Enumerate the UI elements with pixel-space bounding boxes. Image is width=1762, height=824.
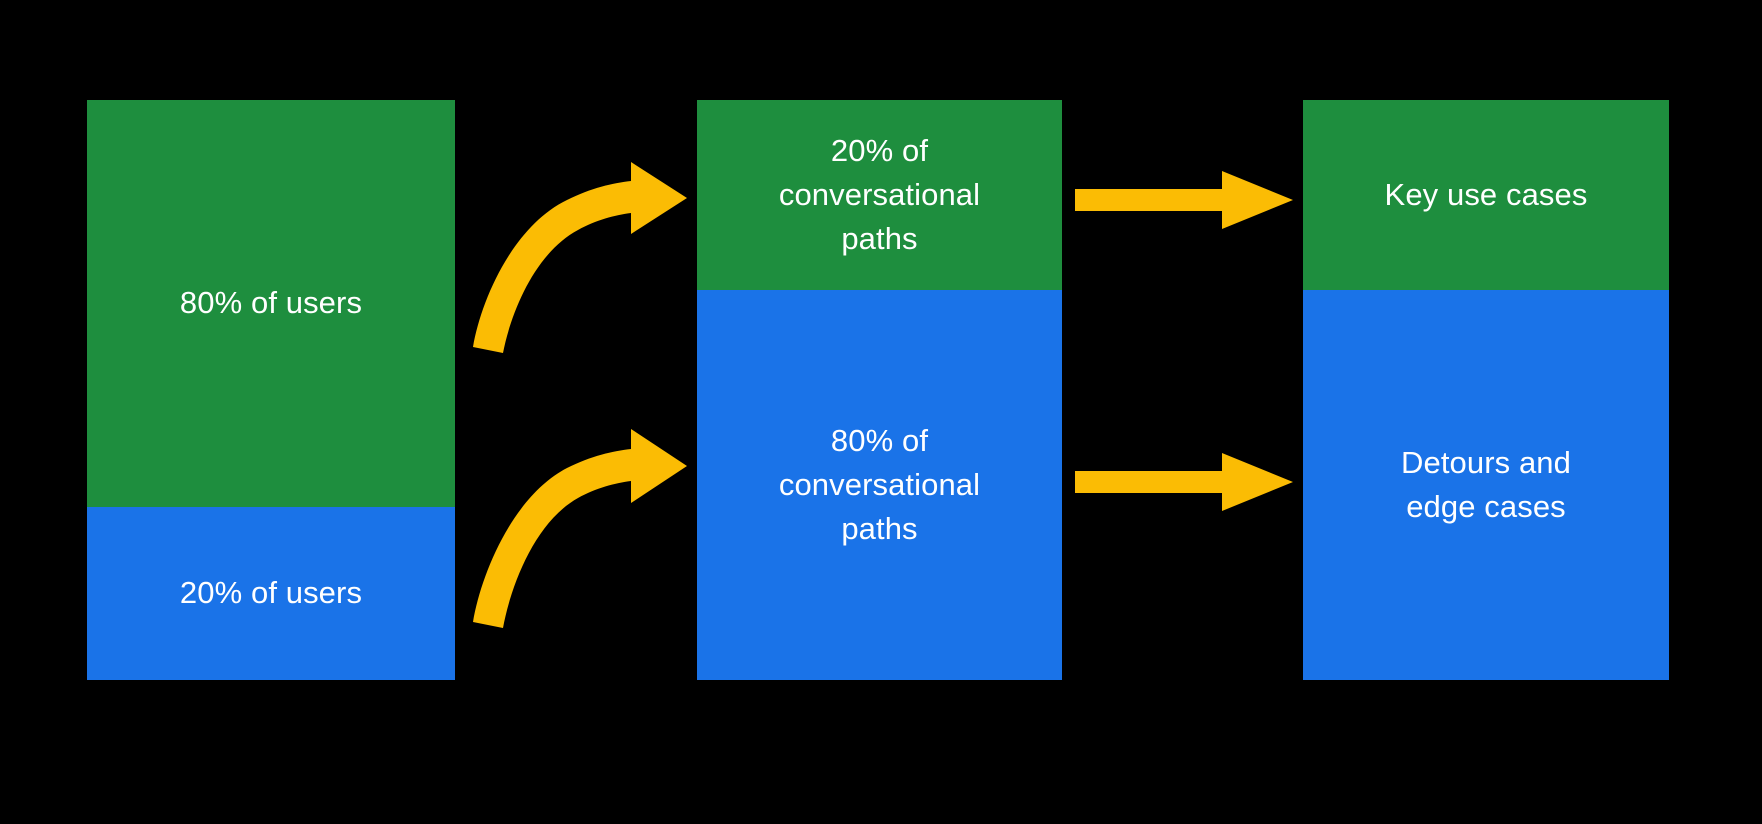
- segment-label: 80% of conversational paths: [778, 422, 981, 546]
- straight-arrow-icon-top: [1075, 171, 1293, 229]
- curved-arrow-icon-bottom: [473, 429, 687, 628]
- straight-arrow-icon-bottom: [1075, 453, 1293, 511]
- column-use-cases: Key use cases Detours and edge cases: [1303, 100, 1669, 680]
- segment-label: Key use cases: [1384, 176, 1588, 212]
- segment-label: 20% of users: [179, 575, 363, 611]
- segment-users-green: 80% of users: [87, 100, 455, 507]
- segment-cases-green: Key use cases: [1303, 100, 1669, 290]
- segment-cases-blue: Detours and edge cases: [1303, 290, 1669, 680]
- segment-label: Detours and edge cases: [1401, 444, 1571, 524]
- segment-paths-blue: 80% of conversational paths: [697, 290, 1062, 680]
- segment-label: 20% of conversational paths: [778, 132, 981, 256]
- segment-label: 80% of users: [179, 285, 363, 321]
- segment-users-blue: 20% of users: [87, 507, 455, 680]
- curved-arrow-icon-top: [473, 162, 687, 353]
- segment-paths-green: 20% of conversational paths: [697, 100, 1062, 290]
- column-conversational-paths: 20% of conversational paths 80% of conve…: [697, 100, 1062, 680]
- column-users: 80% of users 20% of users: [87, 100, 455, 680]
